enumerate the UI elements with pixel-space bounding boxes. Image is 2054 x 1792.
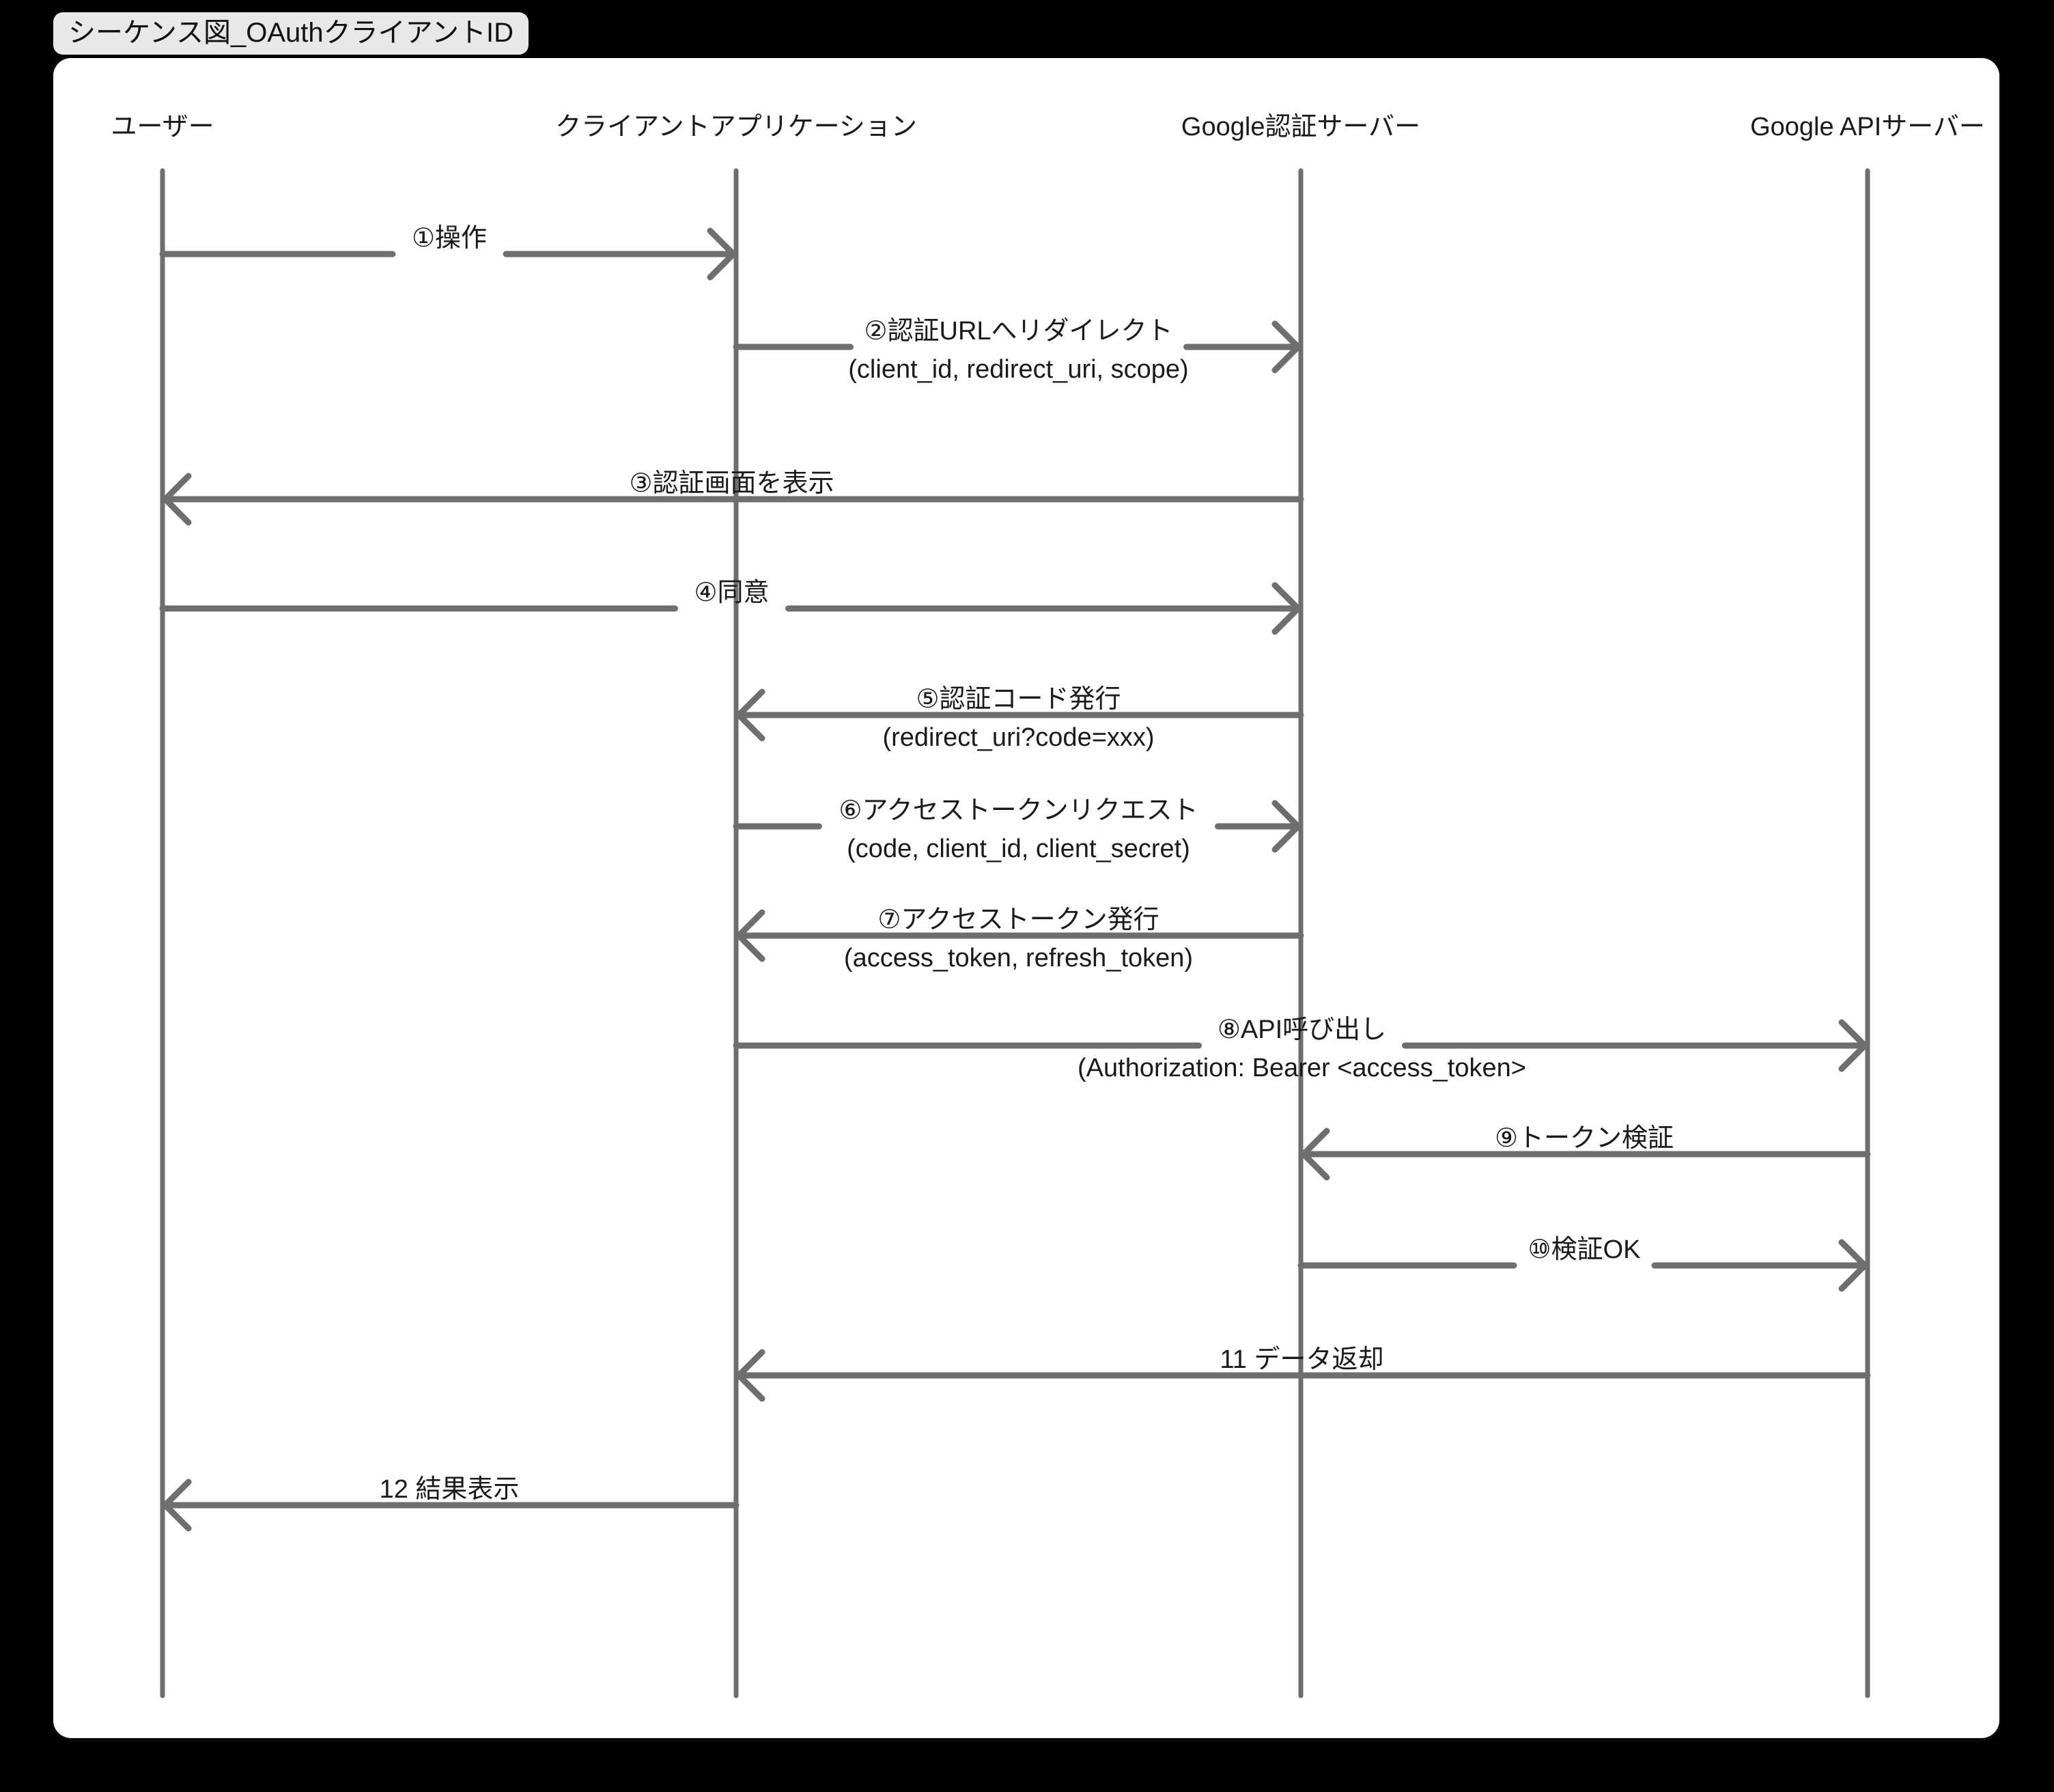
participants-layer: ユーザー クライアントアプリケーション Google認証サーバー Google API…	[111, 113, 1985, 141]
message-label: 11 データ返却	[1220, 1345, 1383, 1374]
message-label: ②認証URLへリダイレクト	[864, 317, 1172, 346]
message-10[interactable]: ⑩検証OK	[1297, 1235, 1868, 1292]
messages-layer: ①操作 ②認証URLへリダイレクト (client_id, redirect_uri…	[159, 224, 1871, 1532]
message-arrowhead	[1271, 800, 1302, 853]
message-label: ③認証画面を表示	[629, 469, 834, 498]
message-label: ⑩検証OK	[1528, 1235, 1641, 1264]
message-7[interactable]: ⑦アクセストークン発行 (access_token, refresh_token)	[735, 906, 1304, 972]
message-label: 12 結果表示	[380, 1475, 520, 1504]
message-arrowhead	[1838, 1019, 1868, 1072]
participant-label-client: クライアントアプリケーション	[555, 113, 917, 141]
message-label: ⑧API呼び出し	[1218, 1016, 1386, 1044]
message-label: ⑥アクセストークンリクエスト	[839, 796, 1198, 825]
message-arrowhead	[1838, 1239, 1868, 1292]
message-sublabel: (Authorization: Bearer <access_token>	[1078, 1054, 1526, 1082]
message-label: ⑦アクセストークン発行	[877, 906, 1159, 934]
diagram-canvas[interactable]: ユーザー クライアントアプリケーション Google認証サーバー Google API…	[53, 58, 1999, 1738]
message-label: ④同意	[694, 578, 769, 607]
sequence-diagram-svg: ユーザー クライアントアプリケーション Google認証サーバー Google API…	[111, 113, 1985, 1698]
message-sublabel: (client_id, redirect_uri, scope)	[848, 355, 1188, 384]
message-11[interactable]: 11 データ返却	[735, 1345, 1871, 1402]
message-12[interactable]: 12 結果表示	[162, 1475, 740, 1532]
message-sublabel: (code, client_id, client_secret)	[847, 835, 1190, 863]
message-arrowhead	[735, 909, 765, 962]
message-label: ⑤認証コード発行	[916, 685, 1121, 714]
message-arrowhead	[707, 227, 737, 281]
message-6[interactable]: ⑥アクセストークンリクエスト (code, client_id, client_s…	[733, 796, 1302, 863]
participant-label-api: Google APIサーバー	[1750, 113, 1985, 141]
message-arrowhead	[735, 1349, 765, 1402]
message-5[interactable]: ⑤認証コード発行 (redirect_uri?code=xxx)	[735, 685, 1304, 752]
message-sublabel: (access_token, refresh_token)	[844, 944, 1193, 972]
message-arrowhead	[735, 688, 765, 742]
participant-label-user: ユーザー	[111, 113, 214, 141]
message-1[interactable]: ①操作	[159, 224, 737, 281]
message-2[interactable]: ②認証URLへリダイレクト (client_id, redirect_uri, s…	[733, 317, 1302, 384]
message-arrowhead	[1300, 1128, 1330, 1181]
message-arrowhead	[162, 473, 192, 526]
message-arrowhead	[1271, 320, 1302, 374]
message-label: ⑨トークン検証	[1495, 1124, 1674, 1153]
message-arrowhead	[162, 1479, 192, 1532]
message-3[interactable]: ③認証画面を表示	[162, 469, 1304, 526]
diagram-title-tab[interactable]: シーケンス図_OAuthクライアントID	[53, 12, 529, 55]
message-sublabel: (redirect_uri?code=xxx)	[882, 723, 1154, 752]
message-9[interactable]: ⑨トークン検証	[1300, 1124, 1871, 1181]
message-label: ①操作	[412, 224, 487, 253]
message-4[interactable]: ④同意	[159, 578, 1302, 635]
message-8[interactable]: ⑧API呼び出し (Authorization: Bearer <access_t…	[733, 1016, 1868, 1082]
message-arrowhead	[1271, 582, 1302, 635]
participant-label-auth: Google認証サーバー	[1181, 113, 1420, 141]
